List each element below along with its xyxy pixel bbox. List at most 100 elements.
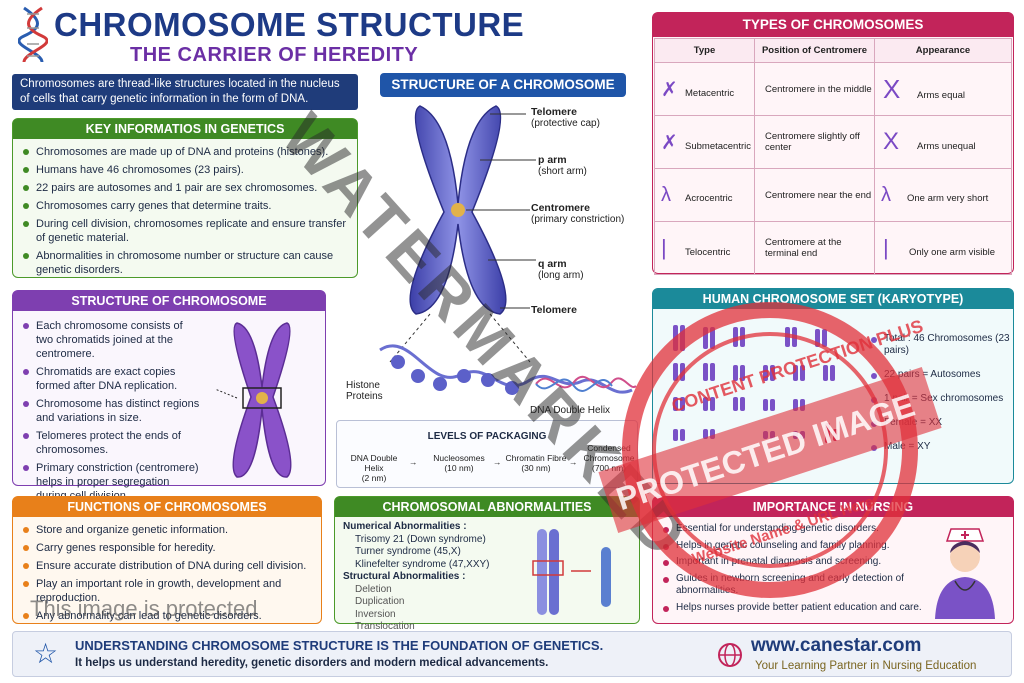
packaging-step-name: Condensed Chromosome	[583, 443, 635, 463]
label-p-arm: p arm	[538, 154, 567, 166]
list-item: 22 pairs are autosomes and 1 pair are se…	[23, 181, 353, 195]
list-item: Essential for understanding genetic diso…	[663, 523, 925, 536]
packaging-step-size: (10 nm)	[444, 463, 474, 473]
functions-heading: FUNCTIONS OF CHROMOSOMES	[13, 497, 321, 517]
structure-panel: STRUCTURE OF CHROMOSOME Each chromosome …	[12, 290, 326, 502]
list-item: Each chromosome consists of two chromati…	[23, 319, 201, 361]
numerical-title: Numerical Abnormalities :	[343, 521, 467, 532]
packaging-box: LEVELS OF PACKAGING DNA Double Helix(2 n…	[336, 420, 638, 488]
protected-text: This image is protected	[30, 596, 258, 621]
label-q-arm: q arm	[538, 258, 567, 270]
type-name: Metacentric	[685, 87, 735, 99]
abnormalities-panel: CHROMOSOMAL ABNORMALITIES Numerical Abno…	[334, 496, 640, 632]
packaging-step-size: (30 nm)	[521, 463, 551, 473]
list-item: Any abnormality can lead to genetic diso…	[23, 609, 315, 623]
footer-subline: It helps us understand heredity, genetic…	[75, 657, 549, 669]
appearance: One arm very short	[907, 192, 989, 204]
label-telomere-top: Telomere	[531, 106, 577, 118]
type-name: Submetacentric	[685, 140, 752, 152]
list-item: Translocation	[355, 621, 415, 632]
table-row: ✗ Metacentric Centromere in the middle X A…	[654, 62, 1012, 116]
list-item: Play an important role in growth, develo…	[23, 577, 315, 605]
centromere-position: Centromere in the middle	[754, 62, 875, 116]
submetacentric-icon: ✗	[661, 131, 678, 154]
table-row: λ Acrocentric Centromere near the end λ On…	[654, 168, 1012, 222]
label-centromere-sub: (primary constriction)	[531, 214, 625, 225]
list-item: Carry genes responsible for heredity.	[23, 541, 315, 555]
list-item: Klinefelter syndrome (47,XXY)	[355, 558, 490, 570]
label-histone-sub: Proteins	[346, 391, 383, 402]
page-title: CHROMOSOME STRUCTURE	[54, 6, 525, 43]
list-item: Humans have 46 chromosomes (23 pairs).	[23, 163, 353, 177]
key-info-heading: KEY INFORMATIOS IN GENETICS	[13, 119, 357, 139]
label-telomere-bottom: Telomere	[531, 304, 577, 316]
intro-text: Chromosomes are thread-like structures l…	[12, 74, 358, 110]
table-row: ✗ Submetacentric Centromere slightly off …	[654, 115, 1012, 169]
list-item: Helps nurses provide better patient educ…	[663, 602, 925, 615]
star-icon: ☆	[33, 638, 59, 669]
footer-bar: ☆ UNDERSTANDING CHROMOSOME STRUCTURE IS …	[12, 631, 1012, 677]
types-col-header: Appearance	[874, 38, 1012, 63]
label-p-arm-sub: (short arm)	[538, 166, 587, 177]
label-q-arm-sub: (long arm)	[538, 270, 584, 281]
list-item: During cell division, chromosomes replic…	[23, 217, 353, 245]
appearance: Only one arm visible	[909, 247, 996, 258]
type-name: Acrocentric	[685, 192, 733, 204]
types-col-header: Position of Centromere	[754, 38, 875, 63]
centromere-position: Centromere slightly off center	[754, 115, 875, 169]
table-row: | Telocentric Centromere at the terminal …	[654, 221, 1012, 275]
types-heading: TYPES OF CHROMOSOMES	[653, 13, 1013, 37]
centromere-position: Centromere near the end	[754, 168, 875, 222]
metacentric-icon: ✗	[661, 78, 678, 101]
page-subtitle: THE CARRIER OF HEREDITY	[130, 44, 419, 66]
appearance: Arms equal	[917, 89, 966, 101]
list-item: Duplication	[355, 596, 405, 607]
protection-stamp: CONTENT PROTECTION PLUS PROTECTED IMAGE …	[580, 300, 960, 600]
list-item: Chromosomes carry genes that determine t…	[23, 199, 353, 213]
brand-link[interactable]: www.canestar.com	[751, 635, 922, 656]
functions-panel: FUNCTIONS OF CHROMOSOMES Store and organ…	[12, 496, 322, 624]
list-item: Chromosome has distinct regions and vari…	[23, 397, 201, 425]
abnormal-chromosome-illustration	[527, 527, 635, 619]
list-item: Important in prenatal diagnosis and scre…	[663, 556, 925, 569]
list-item: Guides in newborn screening and early de…	[663, 573, 925, 598]
label-dna-helix: DNA Double Helix	[530, 405, 611, 416]
types-col-header: Type	[654, 38, 755, 63]
label-telomere-top-sub: (protective cap)	[531, 118, 600, 129]
metacentric-icon: X	[883, 73, 901, 104]
telocentric-icon: |	[883, 235, 889, 260]
list-item: Inversion	[355, 608, 396, 620]
type-name: Telocentric	[685, 247, 731, 258]
list-item: Total : 46 Chromosomes (23 pairs)	[871, 333, 1011, 357]
list-item: Trisomy 21 (Down syndrome)	[355, 533, 486, 545]
packaging-step-name: Nucleosomes	[433, 453, 485, 463]
acrocentric-icon: λ	[661, 183, 671, 206]
list-item: Store and organize genetic information.	[23, 523, 315, 537]
footer-headline: UNDERSTANDING CHROMOSOME STRUCTURE IS TH…	[75, 638, 604, 653]
list-item: Deletion	[355, 583, 392, 595]
packaging-step-size: (700 nm)	[591, 463, 626, 473]
list-item: Ensure accurate distribution of DNA duri…	[23, 559, 315, 573]
list-item: Turner syndrome (45,X)	[355, 546, 461, 557]
nursing-panel: IMPORTANCE IN NURSING Essential for unde…	[652, 496, 1014, 624]
acrocentric-icon: λ	[881, 183, 891, 206]
nurse-icon	[925, 523, 1005, 621]
list-item: Abnormalities in chromosome number or st…	[23, 249, 353, 277]
arrow-icon: →	[409, 457, 418, 467]
packaging-step-size: (2 nm)	[361, 473, 387, 483]
abnormalities-heading: CHROMOSOMAL ABNORMALITIES	[335, 497, 639, 517]
dna-logo-icon	[17, 6, 49, 64]
list-item: Telomeres protect the ends of chromosome…	[23, 429, 201, 457]
brand-tagline: Your Learning Partner in Nursing Educati…	[755, 660, 977, 672]
packaging-step-name: DNA Double Helix	[350, 453, 398, 473]
telocentric-icon: |	[661, 235, 667, 260]
packaging-heading: LEVELS OF PACKAGING	[427, 431, 547, 442]
chromosome-diagram	[340, 100, 640, 420]
key-info-panel: KEY INFORMATIOS IN GENETICS Chromosomes …	[12, 118, 358, 278]
list-item: 22 pairs = Autosomes	[871, 369, 1011, 381]
packaging-step-name: Chromatin Fibre	[505, 453, 567, 463]
structure-heading: STRUCTURE OF CHROMOSOME	[13, 291, 325, 311]
structural-title: Structural Abnormalities :	[343, 571, 466, 582]
centromere-position: Centromere at the terminal end	[754, 221, 875, 275]
diagram-heading: STRUCTURE OF A CHROMOSOME	[380, 73, 626, 97]
